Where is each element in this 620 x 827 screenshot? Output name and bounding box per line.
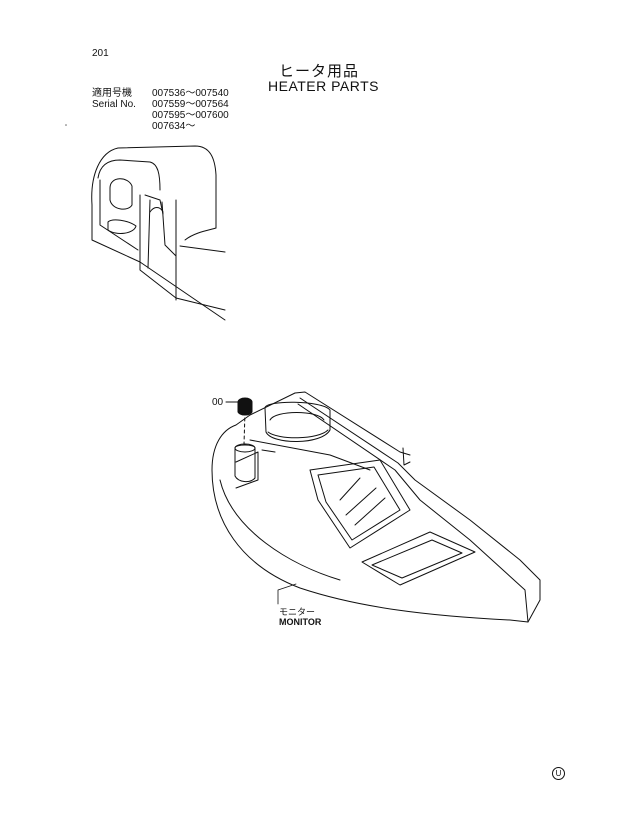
serial-range: 007595～007600	[152, 110, 229, 121]
page-number: 201	[92, 48, 109, 59]
monitor-housing-drawing	[211, 391, 541, 623]
serial-label: Serial No.	[92, 99, 136, 110]
part-label: MONITOR	[279, 617, 322, 627]
serial-range: 007536～007540	[152, 88, 229, 99]
serial-range: 007559～007564	[152, 99, 229, 110]
serial-range-list: 007536～007540 007559～007564 007595～00760…	[152, 88, 229, 132]
cap-part-drawing	[234, 397, 256, 483]
part-label-japanese: モニター	[279, 607, 316, 617]
page-title-japanese: ヒータ用品	[279, 63, 360, 80]
callout-number: 00	[212, 397, 224, 408]
serial-label-japanese: 適用号機	[92, 88, 132, 99]
cab-overview-drawing	[91, 145, 226, 321]
page-title: HEATER PARTS	[268, 78, 380, 94]
brand-mark-icon: U	[552, 767, 565, 780]
monitor-leader-line	[277, 583, 297, 605]
serial-range: 007634～	[152, 121, 196, 132]
